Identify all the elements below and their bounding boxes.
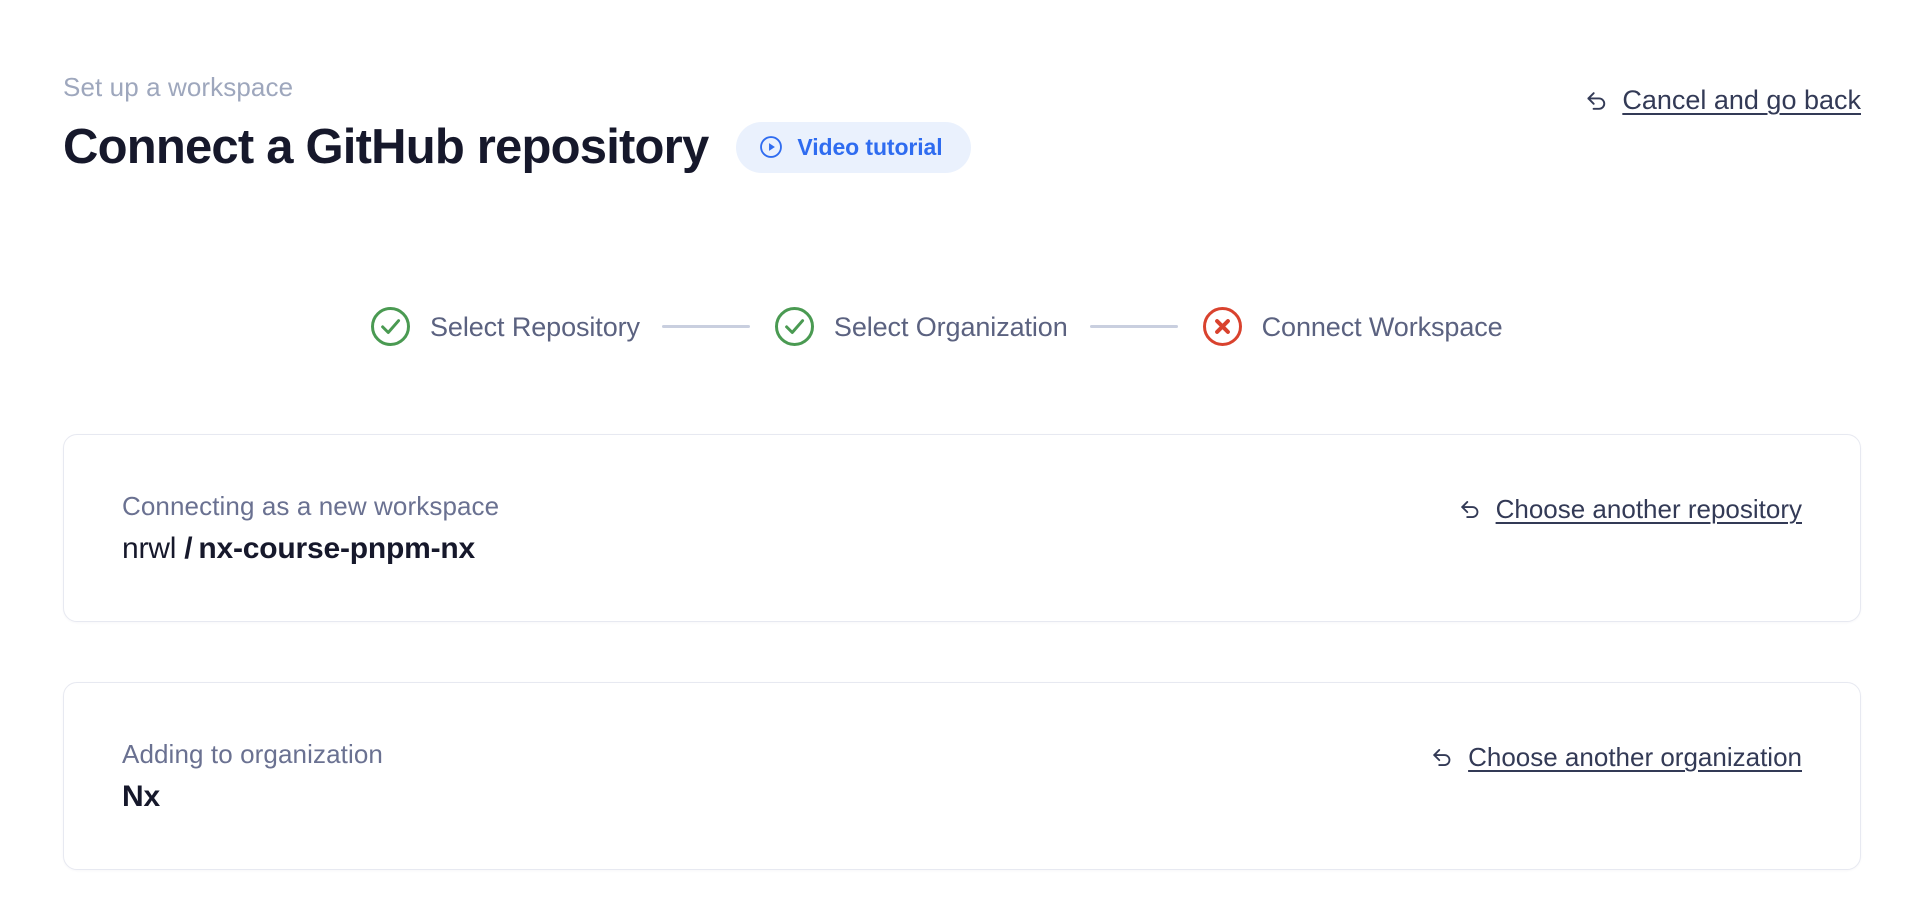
repository-card-value: nrwl/nx-course-pnpm-nx [122,531,499,567]
title-row: Connect a GitHub repository Video tutori… [63,118,1861,176]
organization-card-label: Adding to organization [122,739,383,769]
x-circle-icon [1200,304,1245,349]
organization-card: Adding to organization Nx Choose another… [63,682,1861,870]
check-circle-icon [772,304,817,349]
step-select-organization-label: Select Organization [833,311,1068,342]
step-select-organization[interactable]: Select Organization [772,304,1068,349]
undo-arrow-icon [1457,496,1484,523]
step-connect-workspace-label: Connect Workspace [1261,311,1503,342]
step-connect-workspace[interactable]: Connect Workspace [1200,304,1503,349]
organization-card-info: Adding to organization Nx [122,739,383,815]
undo-arrow-icon [1583,87,1610,114]
page-header: Set up a workspace Connect a GitHub repo… [63,72,1861,176]
choose-another-organization-link[interactable]: Choose another organization [1429,741,1802,773]
step-select-repository-label: Select Repository [430,311,640,342]
repository-card-label: Connecting as a new workspace [122,491,500,521]
repository-separator: / [184,532,193,565]
cancel-and-go-back-label: Cancel and go back [1622,85,1861,115]
step-select-repository[interactable]: Select Repository [368,304,640,349]
breadcrumb-eyebrow: Set up a workspace [63,72,294,102]
step-connector-1 [661,325,750,328]
video-tutorial-label: Video tutorial [797,133,943,160]
repository-card-info: Connecting as a new workspace nrwl/nx-co… [122,491,499,567]
cancel-and-go-back-link[interactable]: Cancel and go back [1583,84,1861,116]
repository-card: Connecting as a new workspace nrwl/nx-co… [63,434,1861,622]
step-connector-2 [1089,325,1178,328]
video-tutorial-button[interactable]: Video tutorial [736,121,971,173]
choose-another-repository-label: Choose another repository [1495,494,1802,524]
page-title: Connect a GitHub repository [63,120,709,174]
progress-stepper: Select Repository Select Organization Co… [368,304,1503,349]
choose-another-repository-link[interactable]: Choose another repository [1457,493,1802,525]
repository-name: nx-course-pnpm-nx [198,532,475,565]
play-circle-icon [758,134,784,160]
choose-another-organization-label: Choose another organization [1468,742,1802,772]
organization-name: Nx [122,780,160,813]
repository-owner: nrwl [122,532,177,565]
check-circle-icon [368,304,413,349]
undo-arrow-icon [1429,744,1456,771]
